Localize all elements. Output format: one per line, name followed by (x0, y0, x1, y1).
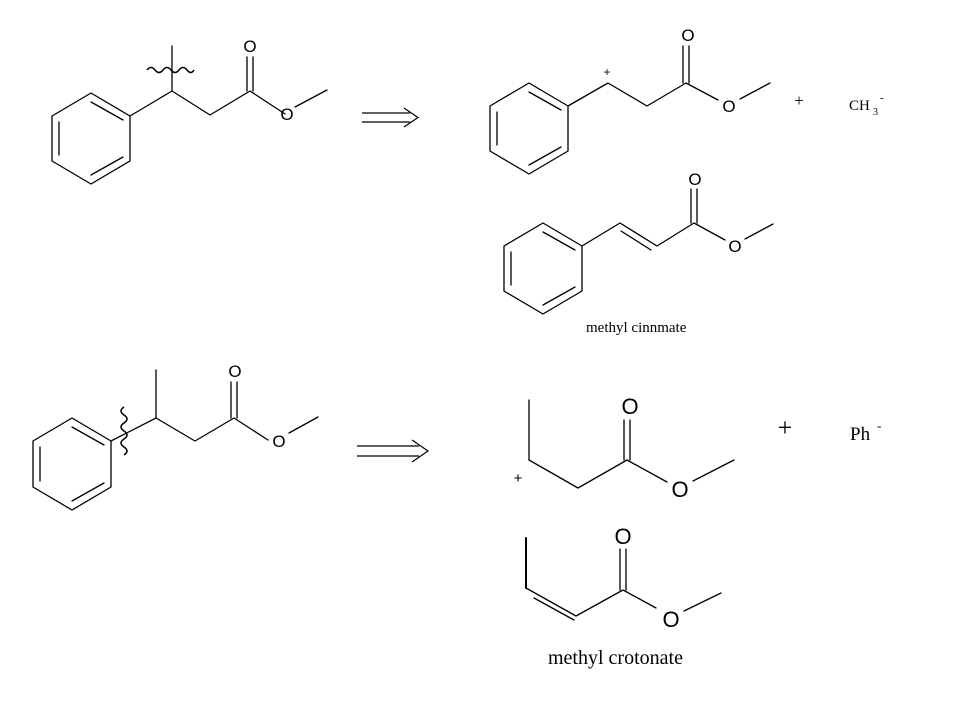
ester-methyl-bond (683, 592, 722, 612)
disconnection-mark (146, 66, 195, 74)
methyl-anion-synthon: CH 3 - (849, 92, 884, 118)
retro-arrow-1 (362, 107, 420, 128)
ester-methyl-bond (744, 223, 774, 240)
cation-charge: + (514, 470, 523, 487)
ester-oxygen: O (662, 607, 679, 632)
target-molecule-2: O O (32, 362, 319, 511)
carbon-chain (129, 90, 286, 117)
reagent-formula: Ph (850, 424, 871, 445)
methyl-crotonate: O O (525, 524, 722, 632)
carbon-chain (567, 82, 719, 107)
anion-charge: - (877, 418, 881, 433)
carbonyl-oxygen: O (614, 524, 631, 549)
cation-synthon-2: O O + (514, 394, 735, 502)
phenyl-anion-synthon: Ph - (850, 418, 881, 445)
reagent-formula: CH (849, 98, 870, 114)
ester-methyl-bond (288, 416, 319, 434)
anion-charge: - (880, 92, 884, 104)
carbonyl-oxygen: O (621, 394, 638, 419)
target-molecule-1: O O (51, 37, 328, 185)
methyl-crotonate-label: methyl crotonate (548, 647, 683, 669)
benzene-ring (489, 82, 569, 175)
ester-oxygen: O (728, 237, 741, 256)
ester-oxygen: O (280, 105, 293, 124)
alkene-double-bond (620, 230, 652, 251)
alkene-double-bond (533, 597, 575, 621)
disconnection-mark (120, 406, 128, 456)
carbon-chain (581, 222, 726, 247)
ester-oxygen: O (722, 97, 735, 116)
plus-sign: + (794, 91, 804, 110)
methyl-cinnamate-label: methyl cinnmate (586, 320, 687, 336)
ester-oxygen: O (671, 477, 688, 502)
carbonyl-oxygen: O (681, 26, 694, 45)
benzene-ring (51, 92, 131, 185)
reagent-subscript: 3 (873, 107, 878, 118)
ester-methyl-bond (739, 82, 771, 100)
ester-oxygen: O (272, 432, 285, 451)
carbonyl-oxygen: O (243, 37, 256, 56)
carbonyl-oxygen: O (228, 362, 241, 381)
benzene-ring (503, 222, 583, 315)
benzene-ring (32, 417, 112, 511)
carbon-chain (525, 587, 657, 617)
methyl-cinnamate: O O (503, 170, 774, 315)
cation-synthon-1: O O + (489, 26, 771, 175)
carbon-chain (110, 417, 269, 442)
retro-arrow-2 (357, 439, 430, 463)
cation-charge: + (603, 65, 610, 79)
ester-methyl-bond (692, 459, 735, 482)
carbonyl-oxygen: O (688, 170, 701, 189)
plus-sign: + (778, 413, 793, 442)
ester-methyl-bond (294, 89, 328, 108)
carbon-chain (528, 459, 668, 489)
